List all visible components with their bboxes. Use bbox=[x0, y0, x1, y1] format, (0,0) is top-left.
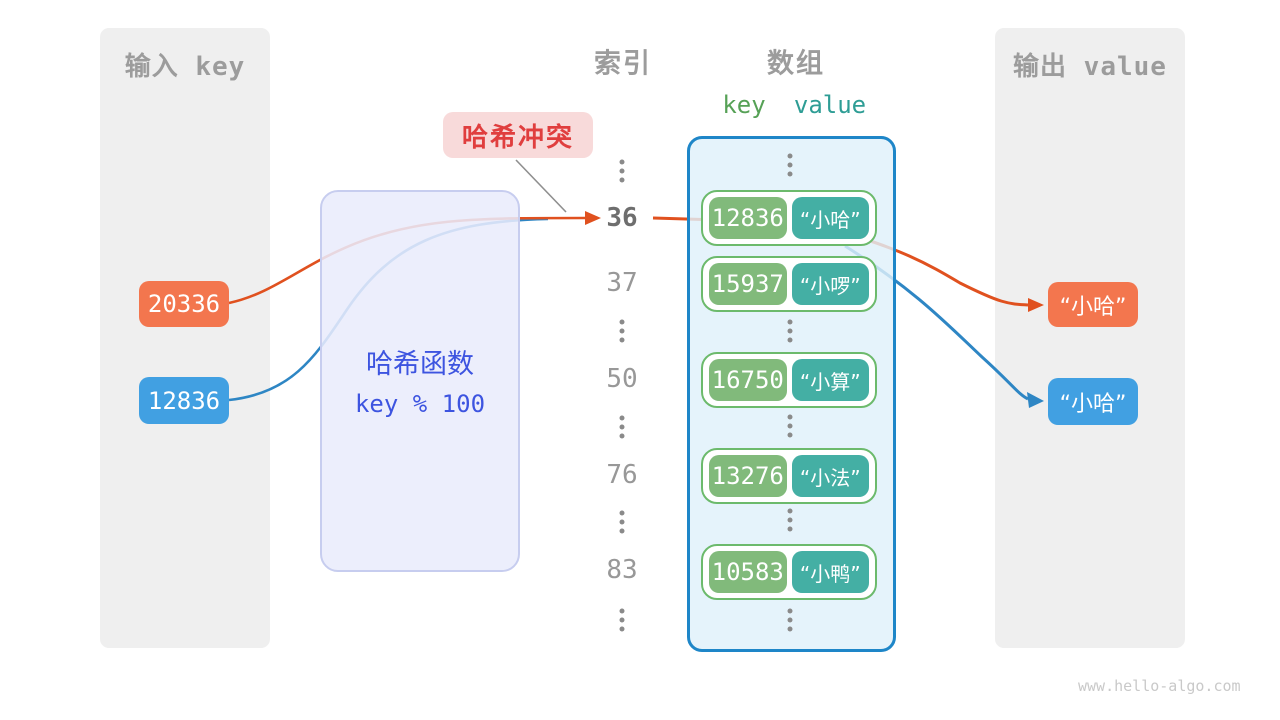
hash-function-formula: key % 100 bbox=[354, 390, 486, 418]
index-50: 50 bbox=[606, 364, 638, 394]
bucket-value: “小啰” bbox=[791, 263, 869, 305]
hash-function-name: 哈希函数 bbox=[366, 349, 474, 380]
bucket-key: 10583 bbox=[709, 551, 787, 593]
bucket-value: “小哈” bbox=[791, 197, 869, 239]
key-column-header: key bbox=[722, 91, 766, 119]
input-key-panel: 输入 key bbox=[100, 28, 270, 648]
output-value-blue: “小哈” bbox=[1048, 378, 1138, 425]
output-value-orange-label: “小哈” bbox=[1059, 294, 1127, 320]
ellipsis-icon bbox=[787, 319, 793, 343]
website-watermark: www.hello-algo.com bbox=[1078, 677, 1241, 695]
index-column-title: 索引 bbox=[594, 48, 652, 80]
index-37: 37 bbox=[606, 268, 638, 298]
bucket-row-13276: 13276 “小法” bbox=[701, 448, 877, 504]
hash-collision-badge: 哈希冲突 bbox=[443, 112, 593, 158]
input-key-12836-label: 12836 bbox=[147, 386, 221, 415]
bucket-key: 13276 bbox=[709, 455, 787, 497]
output-value-panel: 输出 value bbox=[995, 28, 1185, 648]
bucket-row-12836: 12836 “小哈” bbox=[701, 190, 877, 246]
bucket-value: “小鸭” bbox=[791, 551, 869, 593]
bucket-key: 12836 bbox=[709, 197, 787, 239]
index-76: 76 bbox=[606, 460, 638, 490]
array-column-title: 数组 bbox=[767, 48, 825, 80]
bucket-key: 16750 bbox=[709, 359, 787, 401]
hash-collision-label: 哈希冲突 bbox=[461, 122, 574, 153]
bucket-value: “小法” bbox=[791, 455, 869, 497]
output-panel-title: 输出 value bbox=[1013, 52, 1167, 82]
ellipsis-icon bbox=[787, 508, 793, 532]
ellipsis-icon bbox=[619, 510, 625, 534]
bucket-value: “小算” bbox=[791, 359, 869, 401]
input-key-20336-label: 20336 bbox=[147, 290, 221, 318]
hash-function-box: 哈希函数 key % 100 bbox=[320, 190, 520, 572]
ellipsis-icon bbox=[619, 608, 625, 632]
ellipsis-icon bbox=[787, 608, 793, 632]
input-panel-title: 输入 key bbox=[124, 52, 246, 82]
ellipsis-icon bbox=[619, 159, 625, 183]
bucket-key: 15937 bbox=[709, 263, 787, 305]
value-column-header: value bbox=[793, 91, 867, 119]
bucket-row-10583: 10583 “小鸭” bbox=[701, 544, 877, 600]
ellipsis-icon bbox=[787, 414, 793, 438]
bucket-row-16750: 16750 “小算” bbox=[701, 352, 877, 408]
collision-callout-line bbox=[515, 159, 567, 213]
index-83: 83 bbox=[606, 555, 638, 585]
bucket-row-15937: 15937 “小啰” bbox=[701, 256, 877, 312]
input-key-20336: 20336 bbox=[139, 281, 229, 327]
ellipsis-icon bbox=[619, 415, 625, 439]
arrowhead-to-index-icon bbox=[585, 211, 601, 225]
ellipsis-icon bbox=[787, 153, 793, 177]
input-key-12836: 12836 bbox=[139, 377, 229, 424]
index-36: 36 bbox=[606, 203, 638, 233]
ellipsis-icon bbox=[619, 319, 625, 343]
output-value-orange: “小哈” bbox=[1048, 282, 1138, 327]
output-value-blue-label: “小哈” bbox=[1059, 391, 1127, 417]
